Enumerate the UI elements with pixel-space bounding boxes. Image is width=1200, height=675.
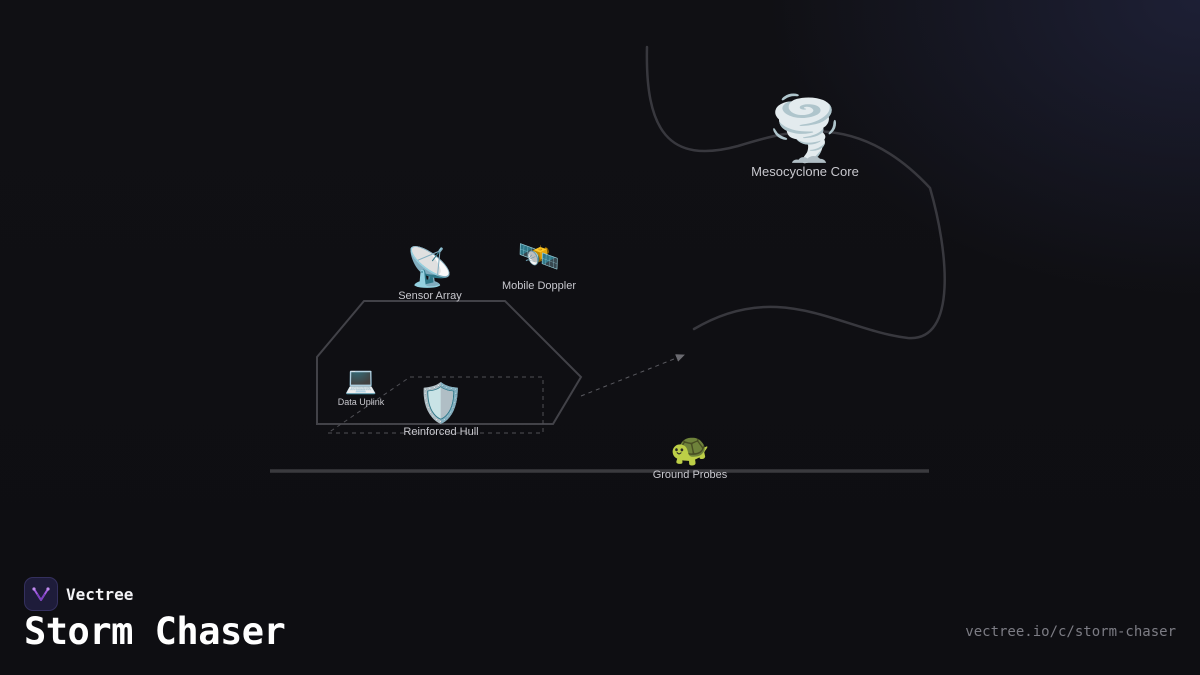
satellite-icon: 🛰️ bbox=[517, 237, 561, 277]
shield-icon: 🛡️ bbox=[417, 381, 465, 425]
storm-path-curve bbox=[645, 45, 946, 340]
node-mobile-doppler[interactable]: 🛰️ Mobile Doppler bbox=[502, 240, 576, 292]
brand-name: Vectree bbox=[66, 584, 134, 604]
vectree-logo-icon bbox=[24, 577, 58, 611]
node-label: Mobile Doppler bbox=[502, 280, 576, 292]
node-mesocyclone-core[interactable]: 🌪️ Mesocyclone Core bbox=[751, 92, 859, 180]
node-label: Mesocyclone Core bbox=[751, 164, 859, 179]
tornado-icon: 🌪️ bbox=[766, 92, 844, 165]
dashed-arrow bbox=[580, 354, 685, 397]
turtle-icon: 🐢 bbox=[670, 430, 710, 468]
laptop-icon: 💻 bbox=[344, 366, 378, 396]
node-sensor-array[interactable]: 📡 Sensor Array bbox=[398, 248, 462, 302]
node-label: Sensor Array bbox=[398, 290, 462, 302]
node-ground-probes[interactable]: 🐢 Ground Probes bbox=[653, 433, 728, 481]
page-url[interactable]: vectree.io/c/storm-chaser bbox=[965, 624, 1176, 640]
node-label: Reinforced Hull bbox=[403, 426, 479, 438]
node-reinforced-hull[interactable]: 🛡️ Reinforced Hull bbox=[403, 384, 478, 438]
node-data-uplink[interactable]: 💻 Data Uplink bbox=[338, 368, 385, 407]
vehicle-outline bbox=[316, 300, 583, 425]
brand[interactable]: Vectree bbox=[24, 577, 133, 611]
satellite-dish-icon: 📡 bbox=[406, 245, 454, 289]
node-label: Data Uplink bbox=[337, 397, 385, 407]
page-title: Storm Chaser bbox=[24, 610, 286, 653]
node-label: Ground Probes bbox=[652, 469, 728, 481]
